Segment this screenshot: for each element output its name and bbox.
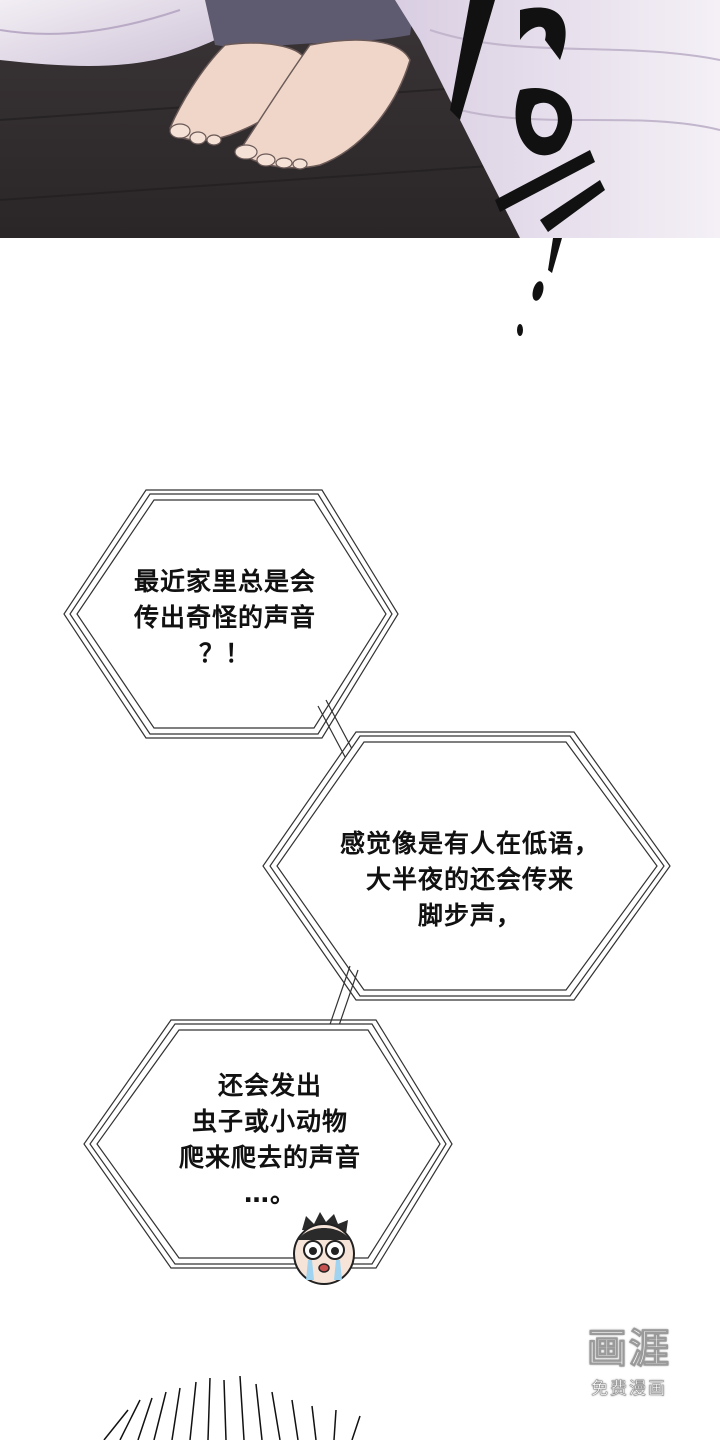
watermark-logo-text: 画涯 — [587, 1326, 671, 1373]
top-panel-illustration — [0, 0, 720, 238]
feet-scene-art — [0, 0, 720, 238]
speech-bubble-2-text: 感觉像是有人在低语， 大半夜的还会传来 脚步声， — [339, 829, 600, 930]
crying-chibi-face-icon — [293, 1212, 355, 1285]
watermark-subtitle: 免费漫画 — [591, 1379, 667, 1399]
sfx-ellipsis-marks — [517, 238, 562, 336]
watermark-logo: 画涯 免费漫画 — [564, 1316, 694, 1400]
speech-bubble-3-text: 还会发出 虫子或小动物 爬来爬去的声音 …。 — [178, 1071, 361, 1208]
bottom-speed-lines — [103, 1375, 361, 1440]
speech-bubble-1-text: 最近家里总是会 传出奇怪的声音 ？！ — [133, 567, 316, 668]
